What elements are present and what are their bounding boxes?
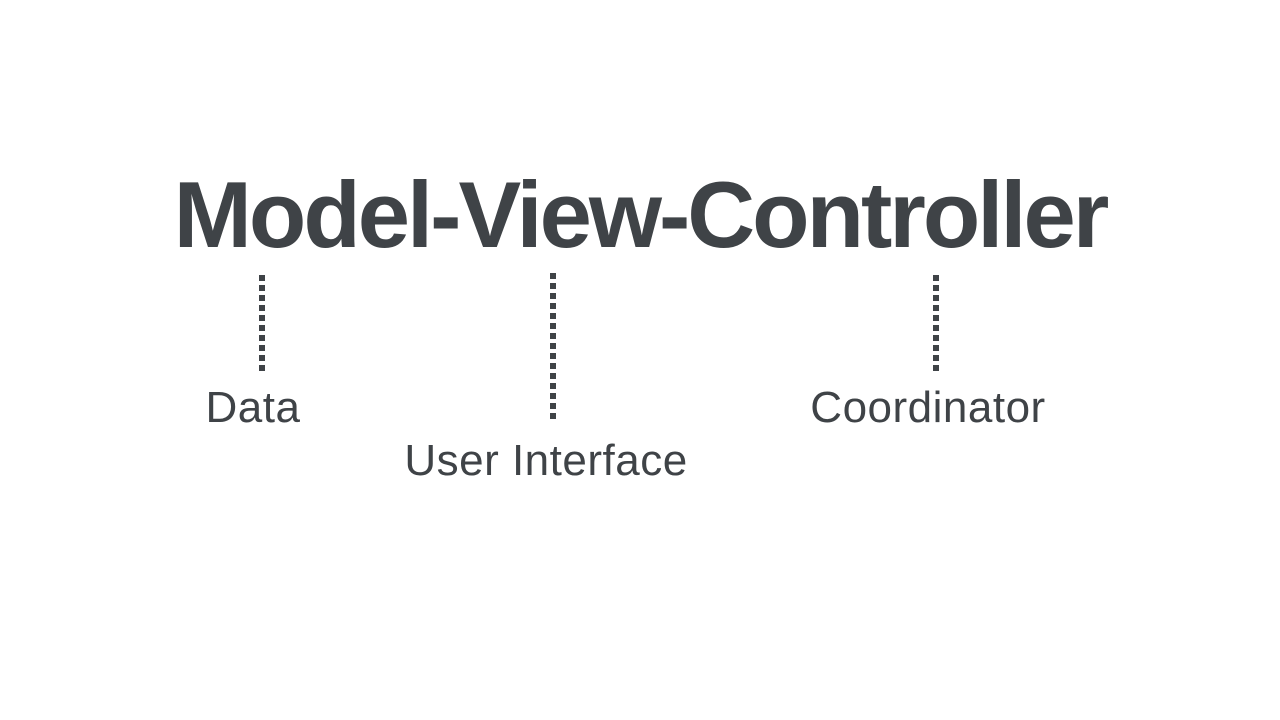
annotation-model: Data	[205, 383, 301, 432]
dotted-connector-controller	[933, 275, 939, 371]
annotation-controller: Coordinator	[810, 383, 1046, 432]
diagram-title: Model-View-Controller	[173, 162, 1110, 267]
dotted-connector-model	[259, 275, 265, 371]
annotation-view: User Interface	[404, 436, 688, 485]
dotted-connector-view	[550, 273, 556, 419]
